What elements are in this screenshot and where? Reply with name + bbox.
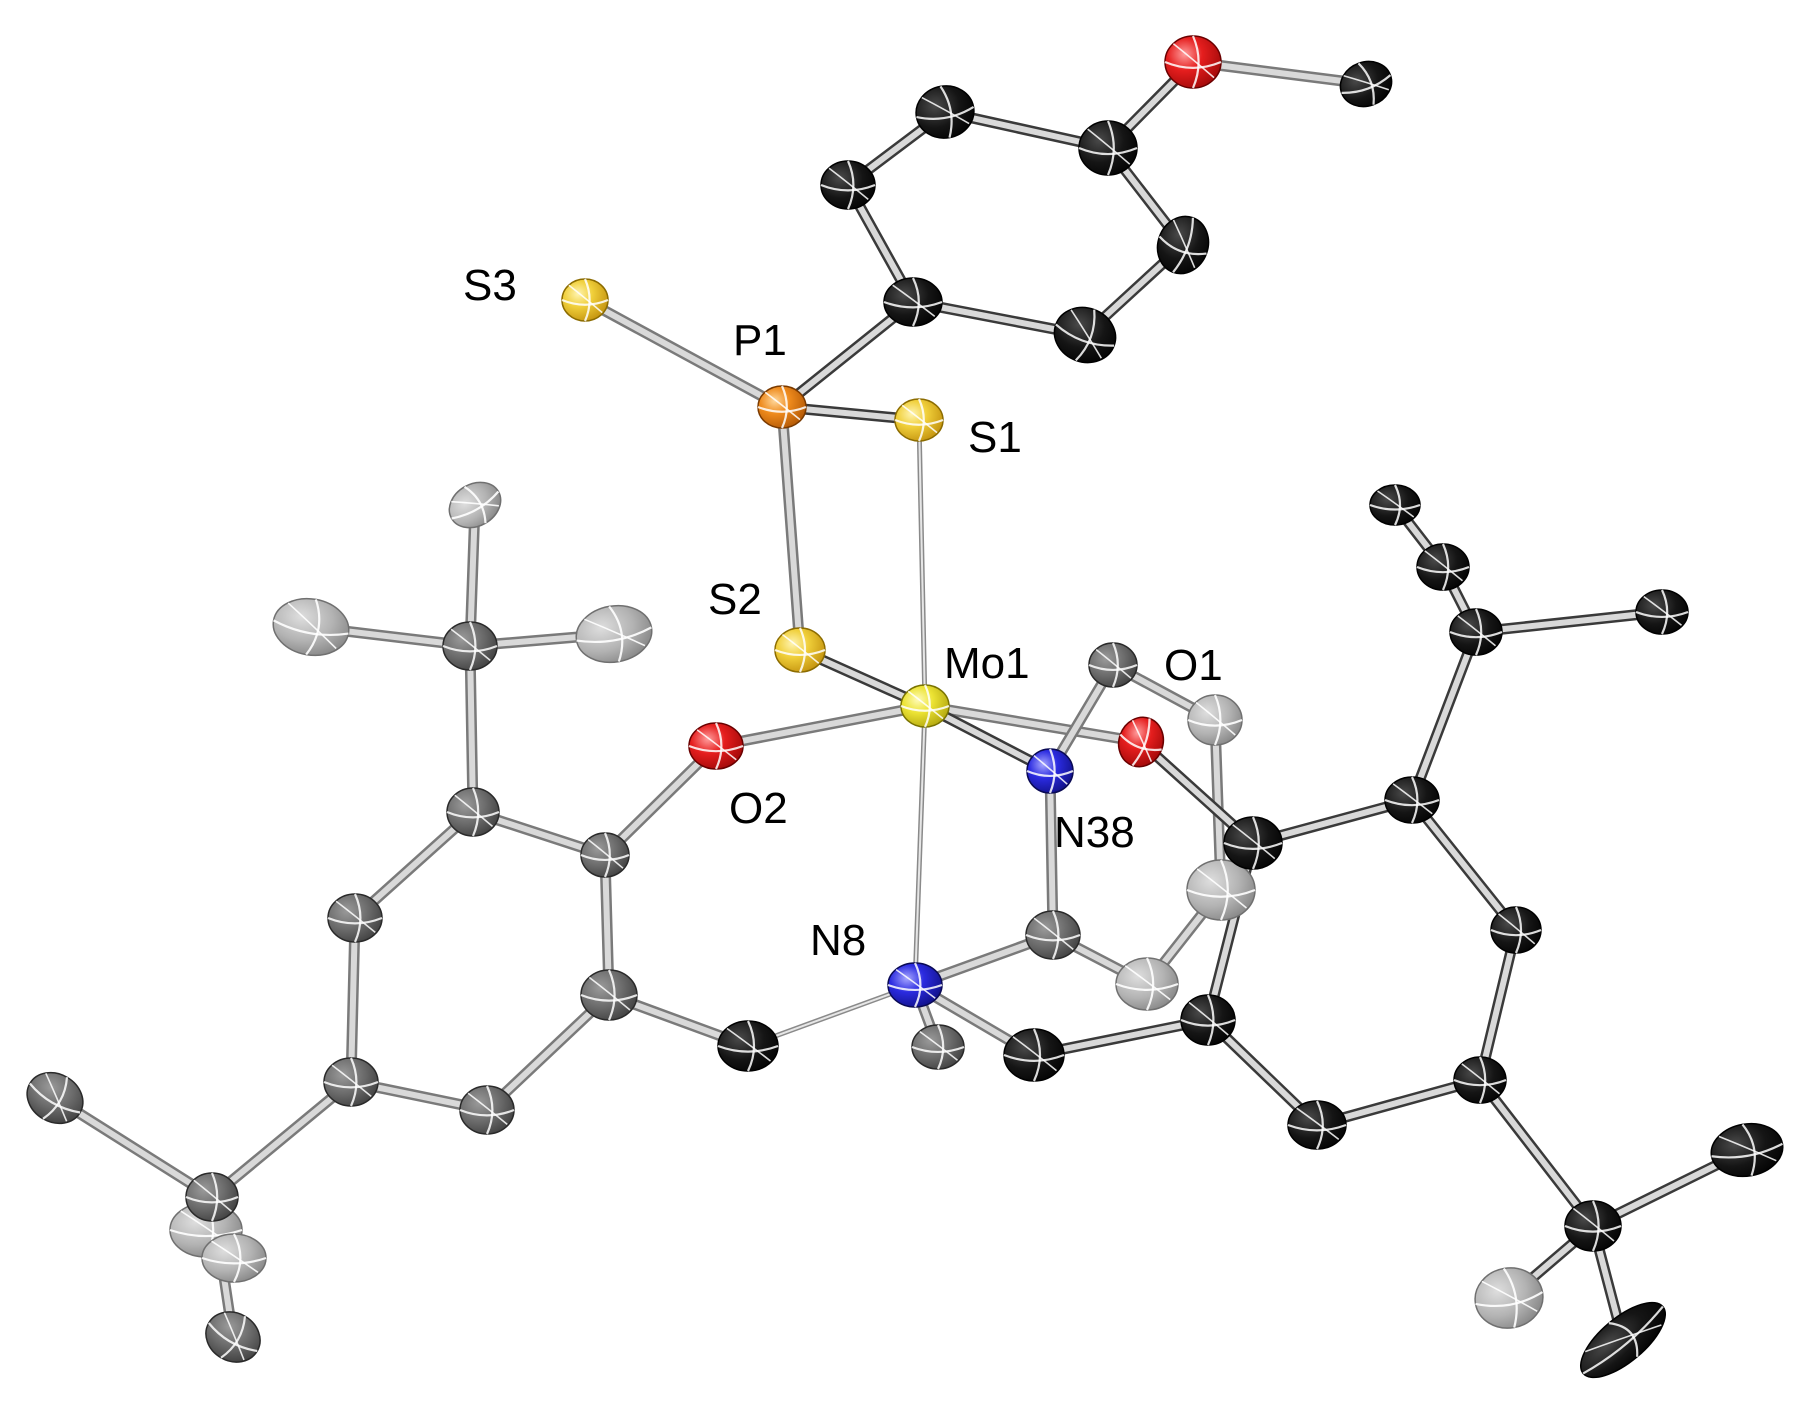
atom-C-arL5 [459,1085,515,1135]
atom-C-ring2-back [1187,694,1243,746]
atom-C-ring2-back3 [1115,957,1179,1011]
bond-C-arL1-C-tbuL-q [464,640,479,818]
atom-C-N38 [1025,910,1081,960]
atom-C-arR1 [1384,776,1440,824]
atom-C-arL3 [327,893,383,943]
atom-C-tbuL2-q [185,1172,239,1222]
bond-C-arL1-C-arL3 [349,806,479,924]
atom-S2 [774,627,826,673]
atom-C-tbuR-r [1635,589,1689,635]
atoms-layer [26,35,1784,1379]
label-S3: S3 [463,261,517,310]
atom-C-OMe [1339,60,1393,108]
atom-C-arR6 [1287,1100,1347,1150]
bond-C-arR1-C-arR3 [1406,794,1522,936]
bond-C-arL3-C-arL4 [345,912,361,1088]
bond-C-arL5-C-arL6 [481,989,615,1116]
atom-C-tbuR2-a [1474,1267,1544,1329]
bond-Mo1-O1 [919,700,1147,748]
atom-C-ar3 [820,160,876,210]
atom-C-tbuL-q [442,621,498,671]
atom-C-ar2 [1078,120,1138,176]
bond-C-arR3-C-arR5 [1474,924,1522,1086]
atom-C-NMe [1088,642,1138,688]
bond-C-tbuR-q-C-tbuR-r [1470,606,1668,638]
label-O1: O1 [1164,641,1223,690]
bond-Mo1-O2 [710,700,931,752]
bond-Mo1-N8 [912,705,928,986]
atom-C-CH2R [1003,1028,1065,1082]
bond-C-arL4-C-tbuL2-q [206,1076,357,1203]
atom-Mo1 [900,684,950,728]
atom-C-tbuR2-q [1564,1200,1622,1252]
label-S1: S1 [968,413,1022,462]
atom-C-arL1 [446,787,500,837]
atom-C-CH2L [717,1020,779,1072]
bond-S3-P1 [579,294,788,413]
atom-C-arR2 [1223,816,1283,870]
atom-S3 [561,278,609,322]
atom-C-arR3 [1490,906,1542,954]
atom-O3 [1164,35,1222,89]
atom-C-arR5 [1453,1056,1507,1104]
bond-P1-S2 [776,401,806,656]
atom-C-ar4 [1156,215,1210,275]
atom-C-arR4 [1180,994,1236,1046]
atom-N8 [887,962,943,1008]
atom-C-arL6 [580,969,638,1021]
label-O2: O2 [729,784,788,833]
atom-C-arL4 [323,1057,379,1107]
bond-C-tbuL2-q-C-tbuL2-l [49,1092,218,1203]
atom-C-ring2-back2 [1186,859,1256,921]
atom-C-tbuR2-bot [1579,1301,1667,1379]
atom-C-tbuR2-r [1710,1122,1784,1178]
bond-C-arR5-C-tbuR2-q [1474,1074,1599,1232]
bond-O2-C-arL2 [599,740,722,861]
atom-C-tbuL2-bot [205,1311,261,1363]
atom-P1 [757,385,807,429]
atom-C-tbuL-l [272,597,350,657]
label-N8: N8 [810,916,866,965]
atom-C-ipso [883,277,943,327]
atom-N38 [1026,748,1074,794]
atom-C-tbuR-q [1449,608,1503,656]
atom-S1 [894,398,944,442]
atom-C-tbuL-top [448,481,502,529]
atom-O2 [688,722,744,770]
atom-C-tbuL2-b [201,1233,267,1283]
bond-C-ipso-P1 [776,296,919,413]
atom-C-N8me [911,1024,965,1070]
atom-O1 [1117,716,1165,768]
atom-C-arL2 [580,832,630,878]
atom-C-tbuR-top2 [1416,543,1470,591]
bond-C-arR1-C-tbuR-q [1406,626,1482,806]
atom-C-ar5 [1053,306,1117,364]
label-Mo1: Mo1 [944,639,1030,688]
atom-labels: S3 P1 S1 S2 Mo1 O1 O2 N38 N8 [463,261,1223,965]
bond-S1-Mo1 [916,419,928,707]
label-N38: N38 [1054,808,1135,857]
atom-C-ar1 [915,85,975,139]
label-S2: S2 [708,575,762,624]
label-P1: P1 [733,316,787,365]
atom-C-tbuL2-l [26,1071,84,1125]
atom-C-tbuR-top1 [1369,484,1421,526]
bond-O3-C-OMe [1187,56,1372,90]
bond-N38-C-N38 [1044,765,1059,941]
atom-C-tbuL-r [575,604,653,664]
